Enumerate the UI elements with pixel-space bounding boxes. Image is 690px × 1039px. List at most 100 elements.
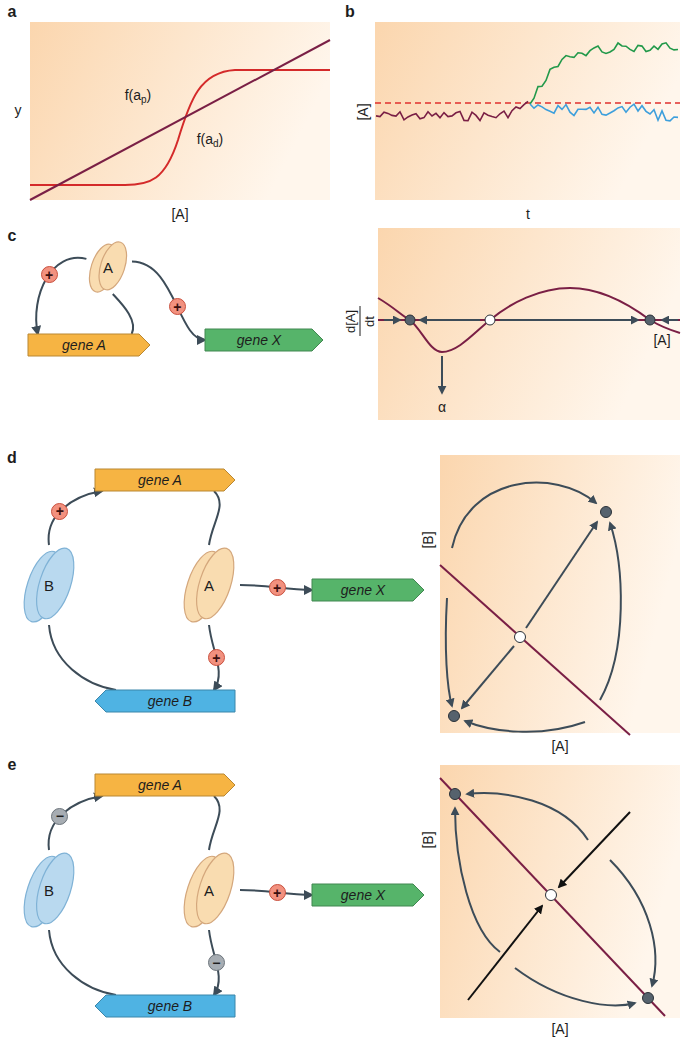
- gene-arrow: gene A: [95, 469, 235, 491]
- flow-arrow: [467, 793, 588, 840]
- flow-arrow: [610, 860, 655, 986]
- protein-dimer: A: [84, 240, 132, 294]
- sigmoid-curve: [30, 70, 330, 185]
- regulation-connector: [132, 262, 205, 340]
- axis-label: d[A]: [345, 309, 358, 332]
- separatrix-arrow: [468, 906, 542, 1000]
- protein-subunit: [189, 849, 241, 929]
- nullcline: [440, 565, 630, 735]
- flow-arrow: [515, 968, 635, 1005]
- flow-arrow: [384, 319, 400, 321]
- axis-label: dt: [363, 316, 376, 327]
- regulation-connector: [36, 258, 86, 334]
- flow-arrow: [526, 522, 597, 628]
- axis-label: [A]: [171, 207, 188, 221]
- axis-label: [B]: [421, 531, 435, 548]
- protein-dimer: B: [18, 545, 80, 625]
- stable-point: [643, 993, 654, 1004]
- protein-subunit: [94, 239, 132, 294]
- gene-arrow: gene X: [312, 884, 424, 906]
- leader-arrow: [441, 356, 443, 393]
- regulation-connector: [49, 491, 102, 545]
- protein-name: B: [44, 578, 54, 593]
- axis-label: [A]: [551, 739, 568, 753]
- flow-arrow: [446, 598, 452, 706]
- panel-letter: e: [8, 757, 17, 773]
- regulation-sign: −: [51, 808, 68, 825]
- regulation-sign: +: [169, 298, 186, 315]
- noisy-trace: [530, 104, 678, 121]
- flow-arrow: [462, 646, 514, 708]
- protein-dimer: B: [18, 850, 80, 930]
- regulation-connector: [209, 491, 220, 545]
- regulation-sign: +: [208, 649, 225, 666]
- regulation-sign: −: [208, 954, 225, 971]
- curve-label: f(ad): [197, 132, 224, 149]
- gene-name: gene X: [341, 888, 385, 902]
- protein-dimer: A: [178, 850, 240, 930]
- axis-label: [A]: [356, 103, 370, 120]
- plot-background: [378, 228, 680, 420]
- protein-subunit: [189, 544, 241, 624]
- flow-arrow: [420, 319, 480, 321]
- plot-background: [440, 765, 680, 1018]
- panel-letter: a: [8, 4, 17, 20]
- flow-arrow: [455, 808, 500, 952]
- axis-label: [A]: [653, 333, 670, 347]
- regulation-connector: [49, 625, 116, 690]
- protein-dimer: A: [178, 545, 240, 625]
- protein-name: A: [204, 883, 214, 898]
- axis-label: [B]: [421, 831, 435, 848]
- gene-body: [95, 995, 235, 1017]
- regulation-connector: [113, 294, 133, 334]
- flow-arrow: [465, 721, 585, 732]
- separatrix-arrow: [559, 812, 630, 887]
- protein-subunit: [29, 849, 81, 929]
- plot-background: [375, 22, 680, 200]
- parameter-label: α: [438, 400, 446, 414]
- unstable-point: [515, 632, 526, 643]
- gene-arrow: gene B: [95, 690, 235, 712]
- regulation-connector: [49, 930, 116, 995]
- noisy-trace: [376, 101, 528, 120]
- rate-curve: [378, 288, 680, 352]
- regulation-sign: +: [269, 579, 286, 596]
- noisy-trace: [530, 43, 678, 104]
- flow-arrow: [600, 523, 621, 700]
- gene-arrow: gene A: [95, 774, 235, 796]
- gene-arrow: gene X: [205, 329, 323, 351]
- gene-name: gene B: [148, 694, 192, 708]
- plot-background: [30, 22, 330, 200]
- gene-body: [312, 884, 424, 906]
- flow-arrow: [662, 319, 678, 321]
- unstable-point: [485, 315, 495, 325]
- gene-arrow: gene B: [95, 995, 235, 1017]
- axis-line: [378, 319, 680, 321]
- gene-body: [95, 469, 235, 491]
- protein-subunit: [29, 544, 81, 624]
- gene-arrow: gene A: [28, 334, 150, 356]
- regulation-sign: +: [269, 884, 286, 901]
- gene-name: gene B: [148, 999, 192, 1013]
- stable-point: [449, 711, 460, 722]
- stable-point: [450, 789, 461, 800]
- regulation-connector: [209, 796, 220, 850]
- gene-name: gene A: [138, 473, 182, 487]
- unstable-point: [546, 890, 557, 901]
- gene-body: [28, 334, 150, 356]
- stable-point: [601, 507, 612, 518]
- panel-letter: b: [345, 4, 355, 20]
- protein-name: A: [204, 578, 214, 593]
- gene-name: gene A: [138, 778, 182, 792]
- stable-point: [645, 315, 655, 325]
- gene-name: gene X: [237, 333, 281, 347]
- flow-arrow: [500, 319, 638, 321]
- linear-curve: [30, 40, 330, 200]
- regulation-connector: [49, 796, 102, 850]
- regulation-sign: +: [41, 266, 58, 283]
- axis-label: [A]: [551, 1022, 568, 1036]
- panel-letter: c: [8, 228, 17, 244]
- fraction-bar: [360, 306, 361, 336]
- gene-arrow: gene X: [312, 579, 424, 601]
